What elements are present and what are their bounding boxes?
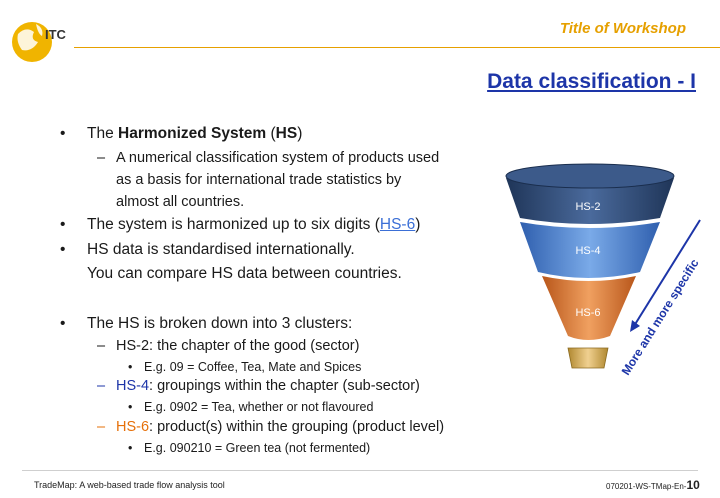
bullet-harmonized-system: • The Harmonized System (HS) <box>60 125 303 142</box>
footer-left-text: TradeMap: A web-based trade flow analysi… <box>34 480 225 490</box>
footer-divider <box>22 470 698 471</box>
funnel-layer-hs4 <box>520 222 660 278</box>
sub-bullet-hs6: – HS-6: product(s) within the grouping (… <box>97 419 445 435</box>
workshop-title: Title of Workshop <box>559 20 686 37</box>
funnel-label-hs6: HS-6 <box>575 307 600 319</box>
sub-bullet-hs-definition: – A numerical classification system of p… <box>97 150 440 166</box>
sub-bullet-hs-definition-line3: almost all countries. <box>116 194 245 210</box>
hs-funnel-diagram: HS-2 HS-4 HS-6 More and more specific <box>505 163 702 378</box>
footer-code: 070201-WS-TMap-En- <box>606 482 687 491</box>
header-divider <box>74 47 720 48</box>
hs6-link[interactable]: HS-6 <box>379 216 416 233</box>
example-hs2: • E.g. 09 = Coffee, Tea, Mate and Spices <box>128 360 362 374</box>
funnel-label-hs2: HS-2 <box>575 201 600 213</box>
slide-title: Data classification - I <box>487 70 696 93</box>
footer-right: 070201-WS-TMap-En-10 <box>606 478 700 492</box>
example-hs4: • E.g. 0902 = Tea, whether or not flavou… <box>128 400 374 414</box>
bullet-standardised-line2: You can compare HS data between countrie… <box>87 265 402 282</box>
bullet-three-clusters: • The HS is broken down into 3 clusters: <box>60 315 353 332</box>
sub-bullet-hs2: – HS-2: the chapter of the good (sector) <box>97 338 360 354</box>
example-hs6: • E.g. 090210 = Green tea (not fermented… <box>128 441 371 455</box>
bullet-six-digits: • The system is harmonized up to six dig… <box>60 216 421 233</box>
funnel-layer-hs6 <box>542 276 636 340</box>
page-number: 10 <box>686 478 700 492</box>
funnel-base <box>567 347 609 369</box>
bullet-standardised: • HS data is standardised internationall… <box>60 241 355 258</box>
arrow-caption: More and more specific <box>619 256 702 377</box>
sub-bullet-hs4: – HS-4: groupings within the chapter (su… <box>97 378 420 394</box>
funnel-label-hs4: HS-4 <box>575 245 600 257</box>
sub-bullet-hs-definition-line2: as a basis for international trade stati… <box>116 172 402 188</box>
itc-logo: ITC <box>12 22 67 62</box>
arrow-head-icon <box>630 320 640 332</box>
specific-arrow <box>633 219 701 327</box>
logo-text: ITC <box>45 27 67 42</box>
